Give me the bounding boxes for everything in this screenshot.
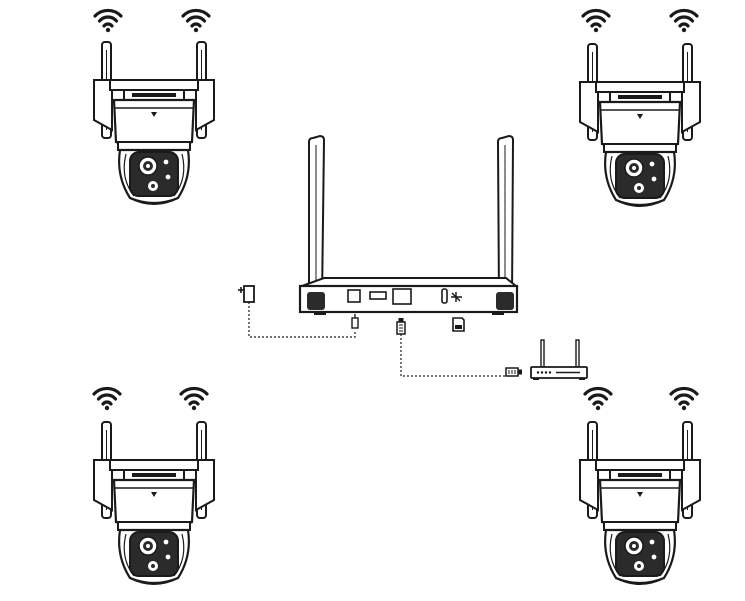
wifi-icon [669, 386, 699, 412]
camera-top-right [578, 8, 702, 208]
sd-card-icon [452, 317, 465, 332]
ptz-camera-icon [92, 420, 216, 586]
ptz-camera-icon [578, 420, 702, 586]
wifi-icon [179, 386, 209, 412]
camera-top-left [92, 8, 216, 206]
ptz-camera-icon [578, 42, 702, 208]
ptz-camera-icon [92, 40, 216, 206]
camera-bottom-right [578, 386, 702, 586]
wifi-icon [583, 386, 613, 412]
wifi-icon [93, 8, 123, 34]
camera-bottom-left [92, 386, 216, 586]
ethernet-plug-icon [396, 317, 406, 335]
nvr-recorder-icon [298, 134, 519, 315]
ethernet-cable-dotted [400, 334, 523, 377]
wifi-icon [581, 8, 611, 34]
wifi-icon [669, 8, 699, 34]
power-cable-dotted [248, 302, 359, 338]
router-icon [530, 339, 588, 380]
wifi-icon [181, 8, 211, 34]
power-adapter-icon [238, 285, 255, 303]
wifi-icon [92, 386, 122, 412]
